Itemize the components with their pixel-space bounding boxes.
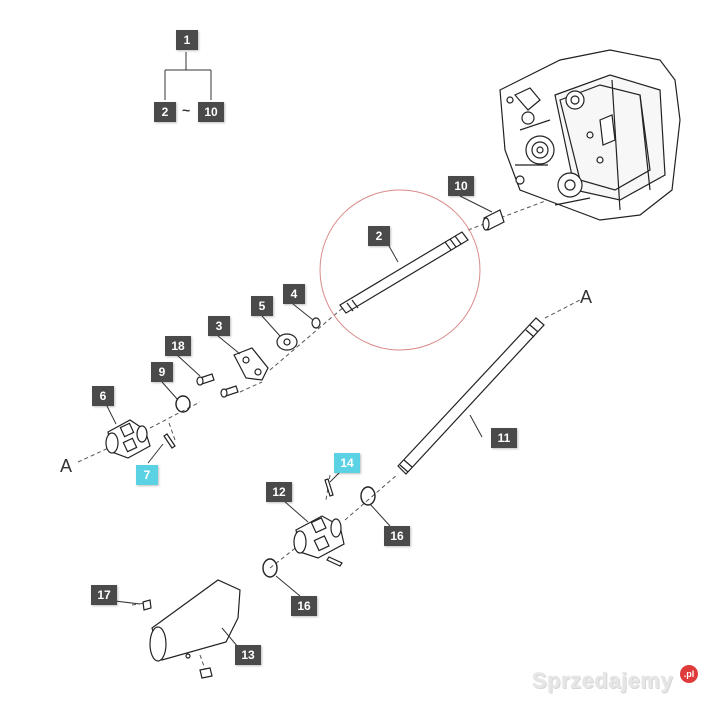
callout-14: 14 bbox=[334, 453, 360, 473]
callout-16-lower: 16 bbox=[291, 596, 317, 616]
highlight-circle bbox=[319, 189, 481, 351]
pin-part-14 bbox=[324, 478, 334, 497]
range-separator: ~ bbox=[182, 102, 191, 118]
shaft-part-2 bbox=[339, 231, 469, 314]
callout-7: 7 bbox=[136, 465, 158, 485]
washer-part-5 bbox=[276, 333, 298, 351]
assembly-axis bbox=[77, 199, 581, 673]
callout-13: 13 bbox=[235, 645, 261, 665]
pin-part-7 bbox=[163, 433, 176, 449]
ujoint-part-6 bbox=[105, 419, 151, 459]
callout-16-upper: 16 bbox=[384, 526, 410, 546]
cover-part-13 bbox=[149, 579, 241, 662]
pin-part-12-lower bbox=[326, 556, 343, 567]
hierarchy-bracket bbox=[164, 52, 212, 100]
callout-range-start: 2 bbox=[154, 102, 176, 122]
callout-9: 9 bbox=[151, 362, 173, 382]
oring-part-16-lower bbox=[262, 558, 278, 578]
ujoint-part-12 bbox=[293, 515, 345, 559]
oring-part-9 bbox=[175, 395, 191, 413]
ring-part-4 bbox=[311, 317, 321, 329]
bolts-part-18-9 bbox=[196, 373, 239, 398]
bolt-part-17 bbox=[142, 599, 152, 611]
bolt-part-13-lower bbox=[199, 667, 213, 679]
callout-12: 12 bbox=[266, 482, 292, 502]
bushing-part-10 bbox=[482, 209, 505, 231]
oring-part-16-upper bbox=[360, 486, 376, 506]
callout-range-end: 10 bbox=[198, 102, 224, 122]
callout-10: 10 bbox=[448, 176, 474, 196]
callout-6: 6 bbox=[92, 386, 114, 406]
callout-2: 2 bbox=[368, 226, 390, 246]
bracket-part-3 bbox=[233, 347, 269, 381]
callout-3: 3 bbox=[208, 316, 230, 336]
callout-18: 18 bbox=[165, 336, 191, 356]
leader-lines bbox=[105, 195, 493, 648]
callout-17: 17 bbox=[91, 585, 117, 605]
callout-11: 11 bbox=[491, 428, 517, 448]
callout-4: 4 bbox=[283, 284, 305, 304]
watermark-badge: .pl bbox=[680, 665, 698, 683]
connector-label-right: A bbox=[580, 287, 593, 307]
shaft-part-11 bbox=[397, 317, 545, 475]
connector-label-left: A bbox=[60, 456, 73, 476]
callout-parent: 1 bbox=[176, 30, 198, 50]
watermark-text: Sprzedajemy bbox=[532, 668, 674, 693]
gearbox-housing bbox=[499, 49, 681, 221]
callout-5: 5 bbox=[251, 296, 273, 316]
